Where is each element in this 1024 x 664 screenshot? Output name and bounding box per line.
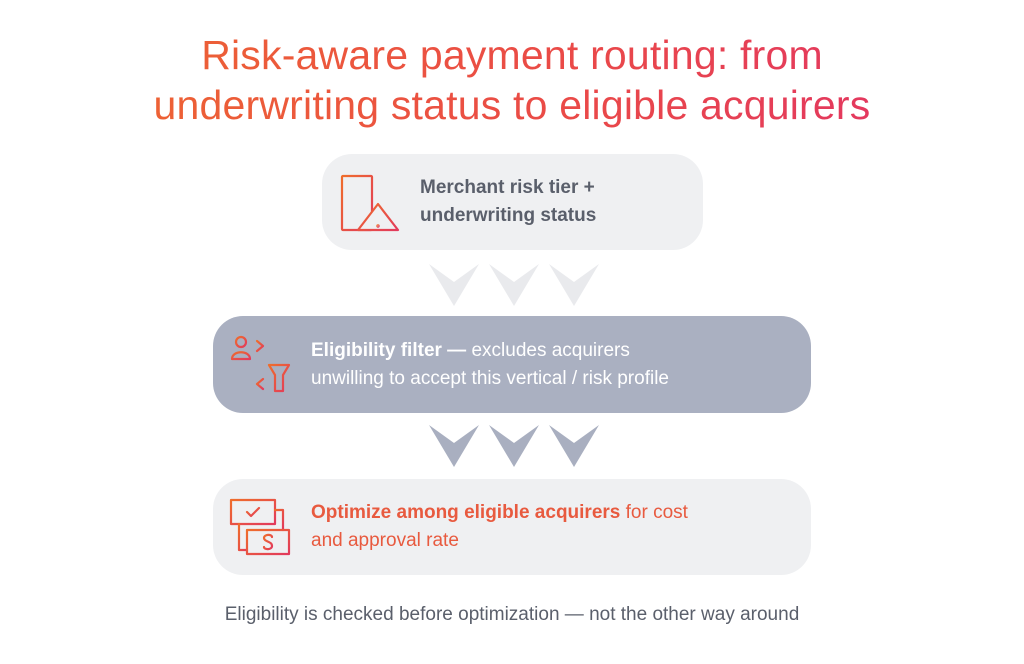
flow-arrows-light bbox=[429, 264, 599, 306]
title-line-2: underwriting status to eligible acquirer… bbox=[0, 80, 1024, 130]
risk-document-icon bbox=[340, 174, 402, 239]
diagram-title: Risk-aware payment routing: from underwr… bbox=[0, 30, 1024, 130]
chevron-down-icon bbox=[549, 425, 599, 467]
chevron-down-icon bbox=[489, 425, 539, 467]
step-3-bold-label: Optimize among eligible acquirers bbox=[311, 502, 621, 523]
step-2-bold-label: Eligibility filter — bbox=[311, 340, 467, 361]
step-optimize-box: Optimize among eligible acquirers for co… bbox=[213, 479, 811, 575]
filter-people-icon bbox=[229, 335, 293, 400]
flow-arrows-dark bbox=[429, 425, 599, 467]
step-2-line-1-rest: excludes acquirers bbox=[466, 340, 630, 361]
title-line-1: Risk-aware payment routing: from bbox=[0, 30, 1024, 80]
optimize-money-icon bbox=[229, 498, 293, 563]
chevron-down-icon bbox=[549, 264, 599, 306]
step-risk-tier-text: Merchant risk tier + underwriting status bbox=[420, 174, 596, 230]
step-2-line-2: unwilling to accept this vertical / risk… bbox=[311, 368, 669, 389]
step-eligibility-filter-box: Eligibility filter — excludes acquirers … bbox=[213, 316, 811, 413]
step-1-line-2: underwriting status bbox=[420, 205, 597, 226]
step-3-line-2: and approval rate bbox=[311, 530, 459, 551]
chevron-down-icon bbox=[489, 264, 539, 306]
step-risk-tier-box: Merchant risk tier + underwriting status bbox=[322, 154, 703, 250]
chevron-down-icon bbox=[429, 264, 479, 306]
chevron-down-icon bbox=[429, 425, 479, 467]
step-3-line-1-rest: for cost bbox=[620, 502, 688, 523]
step-1-line-1: Merchant risk tier + bbox=[420, 177, 595, 198]
step-eligibility-filter-text: Eligibility filter — excludes acquirers … bbox=[311, 337, 669, 393]
footer-caption: Eligibility is checked before optimizati… bbox=[224, 604, 800, 625]
step-optimize-text: Optimize among eligible acquirers for co… bbox=[311, 499, 688, 555]
